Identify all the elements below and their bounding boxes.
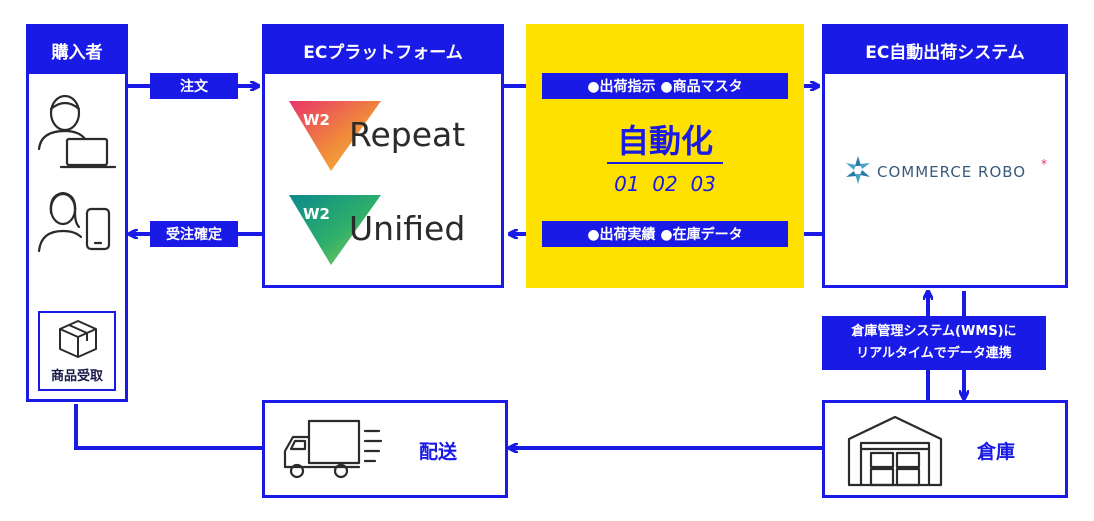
w2-unified-text: Unified: [349, 209, 466, 248]
order-label: 注文: [150, 73, 238, 99]
wms-label-line1: 倉庫管理システム(WMS)に: [851, 324, 1017, 339]
w2-unified-logo-mark: [289, 195, 381, 265]
warehouse-box: 倉庫: [822, 400, 1068, 498]
warehouse-label: 倉庫: [977, 441, 1016, 463]
delivery-label: 配送: [419, 441, 458, 463]
automation-divider: [607, 162, 723, 164]
confirm-label: 受注確定: [150, 221, 238, 247]
truck-icon: [283, 419, 383, 479]
receive-label: 商品受取: [50, 369, 103, 384]
wms-label: 倉庫管理システム(WMS)に リアルタイムでデータ連携: [822, 316, 1046, 370]
w2-repeat-text: Repeat: [349, 115, 466, 154]
package-icon: [59, 320, 97, 358]
w2-repeat-logo-mark: [289, 101, 381, 171]
person-phone-icon: [37, 191, 111, 253]
to-robot-label: ●出荷指示 ●商品マスタ: [542, 73, 788, 99]
robot-box: EC自動出荷システム COMMERCE ROBO *: [822, 24, 1068, 288]
delivery-box: 配送: [262, 400, 508, 498]
platform-box: ECプラットフォーム W2 Repeat W2 Unified: [262, 24, 504, 288]
platform-title: ECプラットフォーム: [265, 27, 501, 74]
automation-title: 自動化: [616, 122, 713, 160]
buyer-title: 購入者: [29, 27, 125, 74]
automation-steps: 01 02 03: [614, 172, 716, 196]
w2-unified-badge: W2: [303, 205, 330, 223]
w2-repeat-badge: W2: [303, 111, 330, 129]
commerce-robo-text: COMMERCE ROBO: [877, 163, 1027, 181]
delivery-return-line: [74, 404, 262, 450]
commerce-robo-mark: *: [1041, 157, 1047, 171]
from-robot-label: ●出荷実績 ●在庫データ: [542, 221, 788, 247]
robot-title: EC自動出荷システム: [825, 27, 1065, 74]
receive-box: 商品受取: [38, 311, 116, 391]
commerce-robo-logo-icon: [846, 156, 870, 184]
buyer-box: 購入者 商品受取: [26, 24, 128, 402]
person-laptop-icon: [37, 94, 117, 169]
wms-label-line2: リアルタイムでデータ連携: [856, 346, 1012, 361]
warehouse-icon: [847, 415, 943, 487]
